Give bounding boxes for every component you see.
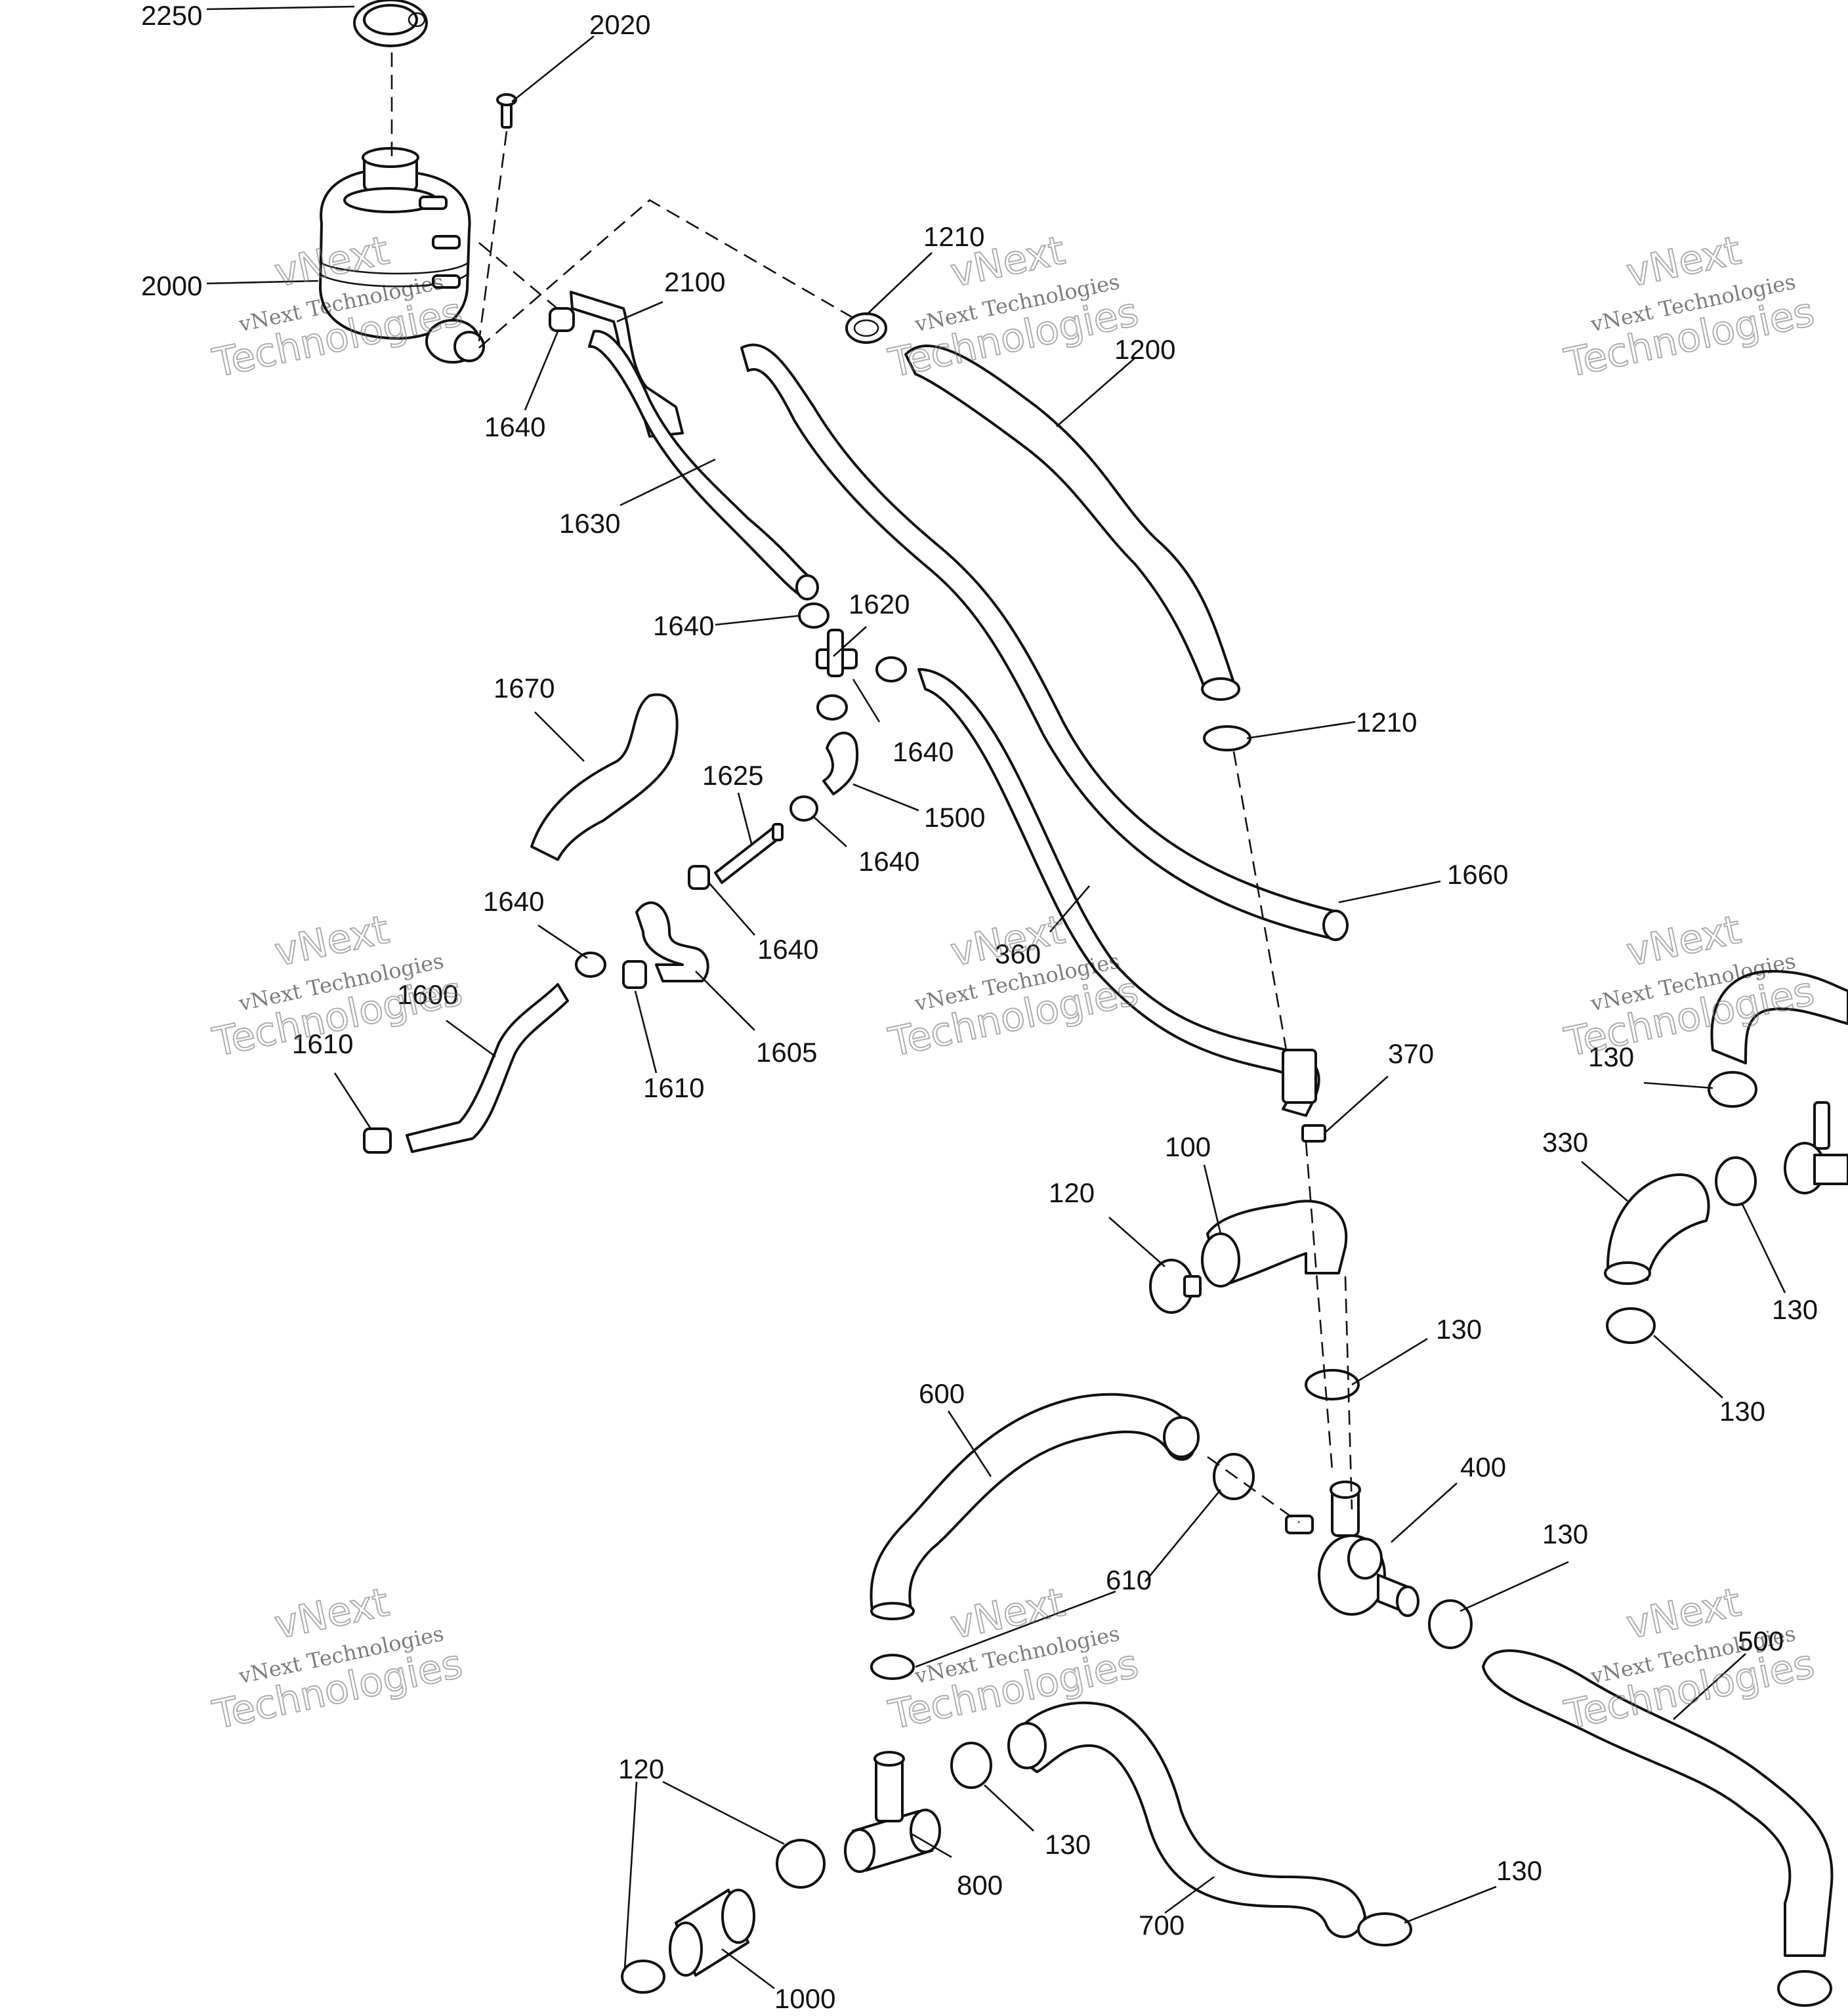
part-370-fitting: [1301, 1124, 1326, 1143]
part-400-thermostat-housing: [1285, 1480, 1419, 1617]
part-360-long-hose: [917, 668, 1320, 1117]
part-610-clamp-lower: [870, 1654, 915, 1680]
callout-1210: 1210: [923, 221, 984, 252]
part-100-elbow: [1201, 1200, 1348, 1288]
part-500-long-hose: [1482, 1649, 1834, 1957]
part-1610-clamp: [363, 1127, 392, 1154]
part-330-elbow: [1604, 1173, 1710, 1285]
part-1620-tee-fitting: [816, 629, 858, 677]
callout-1640: 1640: [483, 886, 544, 917]
callout-500: 500: [1738, 1626, 1784, 1656]
part-1640-clamp: [816, 694, 848, 721]
callout-130: 130: [1496, 1855, 1542, 1886]
callout-360: 360: [995, 938, 1041, 969]
callout-1640: 1640: [653, 610, 714, 641]
part-1640-clamp: [575, 952, 606, 978]
part-fitting-right: [1784, 1101, 1848, 1194]
watermark: vNext vNext Technologies Technologies: [208, 906, 467, 1067]
part-1605-elbow-hose: [635, 901, 709, 982]
part-1000-sleeve: [669, 1889, 755, 1977]
callout-800: 800: [957, 1870, 1003, 1900]
part-120-clamp: [621, 1960, 665, 1994]
callout-120: 120: [618, 1754, 664, 1784]
part-1625-valve: [714, 823, 784, 884]
part-1210-clamp: [845, 312, 887, 344]
watermark: vNext vNext Technologies Technologies: [884, 906, 1143, 1067]
assembly-lines: [390, 52, 1353, 1524]
callout-2100: 2100: [664, 266, 725, 297]
callout-2000: 2000: [141, 270, 202, 301]
watermark: vNext vNext Technologies Technologies: [1560, 906, 1819, 1067]
callout-130: 130: [1542, 1519, 1588, 1549]
part-130-clamp: [1606, 1307, 1656, 1344]
part-120-clamp: [1149, 1259, 1202, 1314]
part-1640-clamp: [875, 656, 907, 682]
callout-130: 130: [1588, 1041, 1634, 1072]
part-130-clamp: [1777, 1970, 1832, 2007]
callout-130: 130: [1719, 1396, 1765, 1427]
part-1200-hose: [904, 345, 1240, 701]
watermark: vNext vNext Technologies Technologies: [884, 227, 1143, 388]
callout-100: 100: [1165, 1131, 1211, 1162]
callout-1200: 1200: [1114, 334, 1175, 365]
part-1600-hose: [406, 983, 569, 1153]
part-1670-elbow-hose: [530, 693, 679, 861]
callout-2250: 2250: [141, 0, 202, 31]
callout-610: 610: [1106, 1564, 1152, 1595]
callout-1210: 1210: [1356, 707, 1417, 738]
callout-700: 700: [1139, 1910, 1185, 1941]
part-1640-clamp: [549, 307, 575, 332]
part-2250-radiator-cap: [353, 0, 428, 47]
part-1500-small-elbow: [822, 731, 859, 795]
callout-130: 130: [1436, 1314, 1482, 1345]
callout-1670: 1670: [494, 673, 555, 704]
callout-1640: 1640: [484, 411, 545, 442]
part-130-clamp: [950, 1742, 992, 1789]
part-130-clamp: [1715, 1156, 1757, 1206]
callout-130: 130: [1045, 1829, 1091, 1860]
callout-130: 130: [1772, 1294, 1818, 1325]
part-1640-clamp: [688, 865, 710, 890]
callout-1610: 1610: [643, 1072, 704, 1103]
callout-1000: 1000: [774, 1983, 835, 2014]
part-120-clamp: [776, 1839, 826, 1889]
part-1660-long-hose: [740, 343, 1349, 941]
callout-2020: 2020: [589, 9, 650, 40]
watermark: vNext vNext Technologies Technologies: [1560, 1579, 1819, 1740]
watermark: vNext vNext Technologies Technologies: [1560, 227, 1819, 388]
callout-1660: 1660: [1447, 859, 1508, 890]
callout-1625: 1625: [702, 760, 763, 791]
callout-330: 330: [1542, 1127, 1588, 1158]
part-1630-hose: [588, 329, 819, 600]
callout-1600: 1600: [397, 979, 458, 1010]
part-1640-clamp: [789, 795, 818, 822]
callout-numbers: 2250 2020 2000 2100 1640 1630 1210 1200 …: [141, 0, 1818, 2014]
part-2020-screw: [496, 93, 517, 129]
part-1640-clamp: [798, 602, 830, 629]
part-130-clamp: [1428, 1599, 1473, 1649]
leader-lines: [206, 5, 1786, 1990]
callout-1640: 1640: [858, 846, 919, 877]
part-130-clamp: [1708, 1071, 1757, 1108]
callout-1610: 1610: [292, 1028, 353, 1059]
callout-1620: 1620: [849, 589, 910, 620]
callout-600: 600: [919, 1378, 965, 1409]
part-700-hose: [1007, 1701, 1366, 1939]
callout-1640: 1640: [892, 736, 954, 767]
callout-1500: 1500: [924, 802, 985, 833]
part-600-u-hose: [870, 1393, 1200, 1620]
callout-400: 400: [1460, 1452, 1506, 1482]
part-130-clamp: [1305, 1369, 1360, 1400]
part-1610-clamp: [622, 960, 647, 989]
part-800-tee: [844, 1751, 941, 1873]
part-130-clamp: [1357, 1912, 1412, 1946]
watermark: vNext vNext Technologies Technologies: [208, 1579, 467, 1740]
callout-370: 370: [1388, 1038, 1434, 1069]
callout-1605: 1605: [756, 1037, 817, 1068]
part-1210-clamp: [1203, 725, 1251, 751]
callout-1640: 1640: [757, 934, 818, 965]
callout-120: 120: [1049, 1177, 1095, 1208]
callout-1630: 1630: [559, 508, 620, 539]
